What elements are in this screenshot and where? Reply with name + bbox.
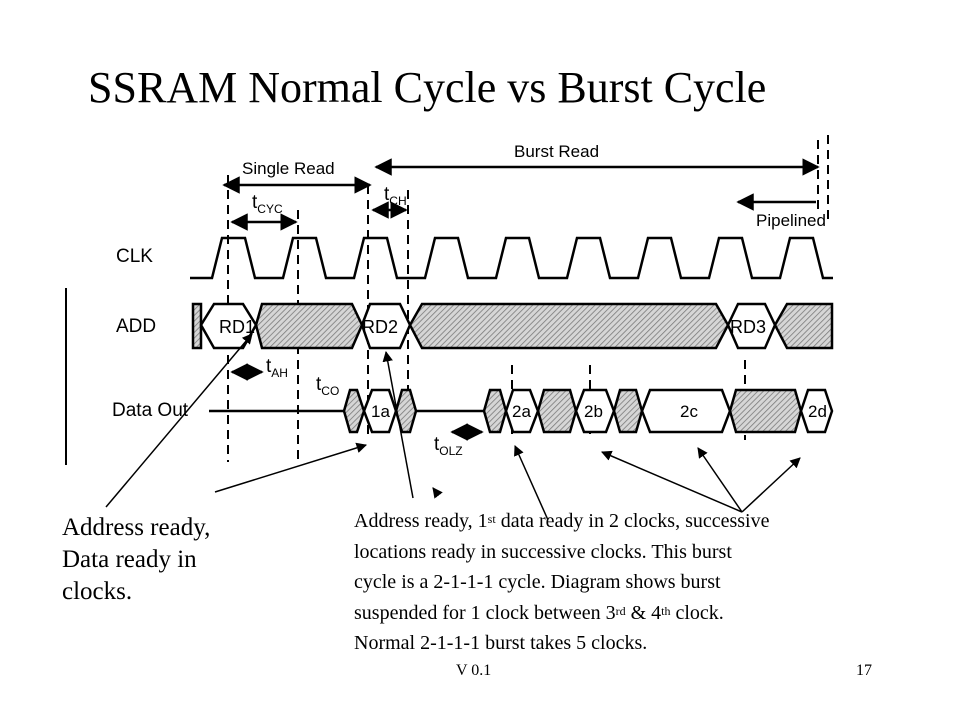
note-left-line: clocks. [62,578,133,605]
data-label-2b: 2b [584,402,603,421]
pipelined-label: Pipelined [756,211,826,230]
tco-label: tCO [316,374,339,398]
signal-label-add: ADD [116,316,156,337]
address-label-rd1: RD1 [219,317,255,337]
callout-arrow [601,450,743,513]
page-number: 17 [856,662,872,679]
tah-label: tAH [266,356,288,380]
tch-label: tCH [384,184,407,208]
note-right: Address ready, 1st data ready in 2 clock… [354,506,954,659]
single-read-label: Single Read [242,159,335,178]
note-left-line: Data ready in [62,546,197,573]
slide-title: SSRAM Normal Cycle vs Burst Cycle [88,63,767,112]
note-left: Address ready, Data ready in clocks. [62,512,292,608]
clk-waveform [190,236,833,280]
data-label-2d: 2d [808,402,827,421]
address-label-rd3: RD3 [730,317,766,337]
callout-arrow [514,445,549,521]
signal-label-data-out: Data Out [112,400,189,421]
data-out-bus [209,388,834,434]
callout-arrow [382,350,414,499]
tcyc-label: tCYC [252,192,283,216]
callout-arrow [214,442,368,493]
signal-label-clk: CLK [116,246,153,267]
note-left-line: Address ready, [62,514,211,541]
address-label-rd2: RD2 [362,317,398,337]
callout-arrow [697,447,743,513]
note-right-line: Address ready, 1st data ready in 2 clock… [354,510,770,532]
callout-arrow [741,457,801,513]
data-label-2c: 2c [680,402,698,421]
note-right-line: suspended for 1 clock between 3rd & 4th … [354,601,724,624]
data-label-2a: 2a [512,402,531,421]
burst-read-label: Burst Read [514,142,599,161]
callout-arrow [432,487,443,499]
note-right-line: cycle is a 2-1-1-1 cycle. Diagram shows … [354,571,721,593]
note-right-line: Normal 2-1-1-1 burst takes 5 clocks. [354,632,648,654]
note-right-line: locations ready in successive clocks. Th… [354,540,732,563]
version-label: V 0.1 [456,662,492,679]
callout-arrow [105,333,253,508]
data-label-1a: 1a [371,402,390,421]
tolz-label: tOLZ [434,434,463,458]
